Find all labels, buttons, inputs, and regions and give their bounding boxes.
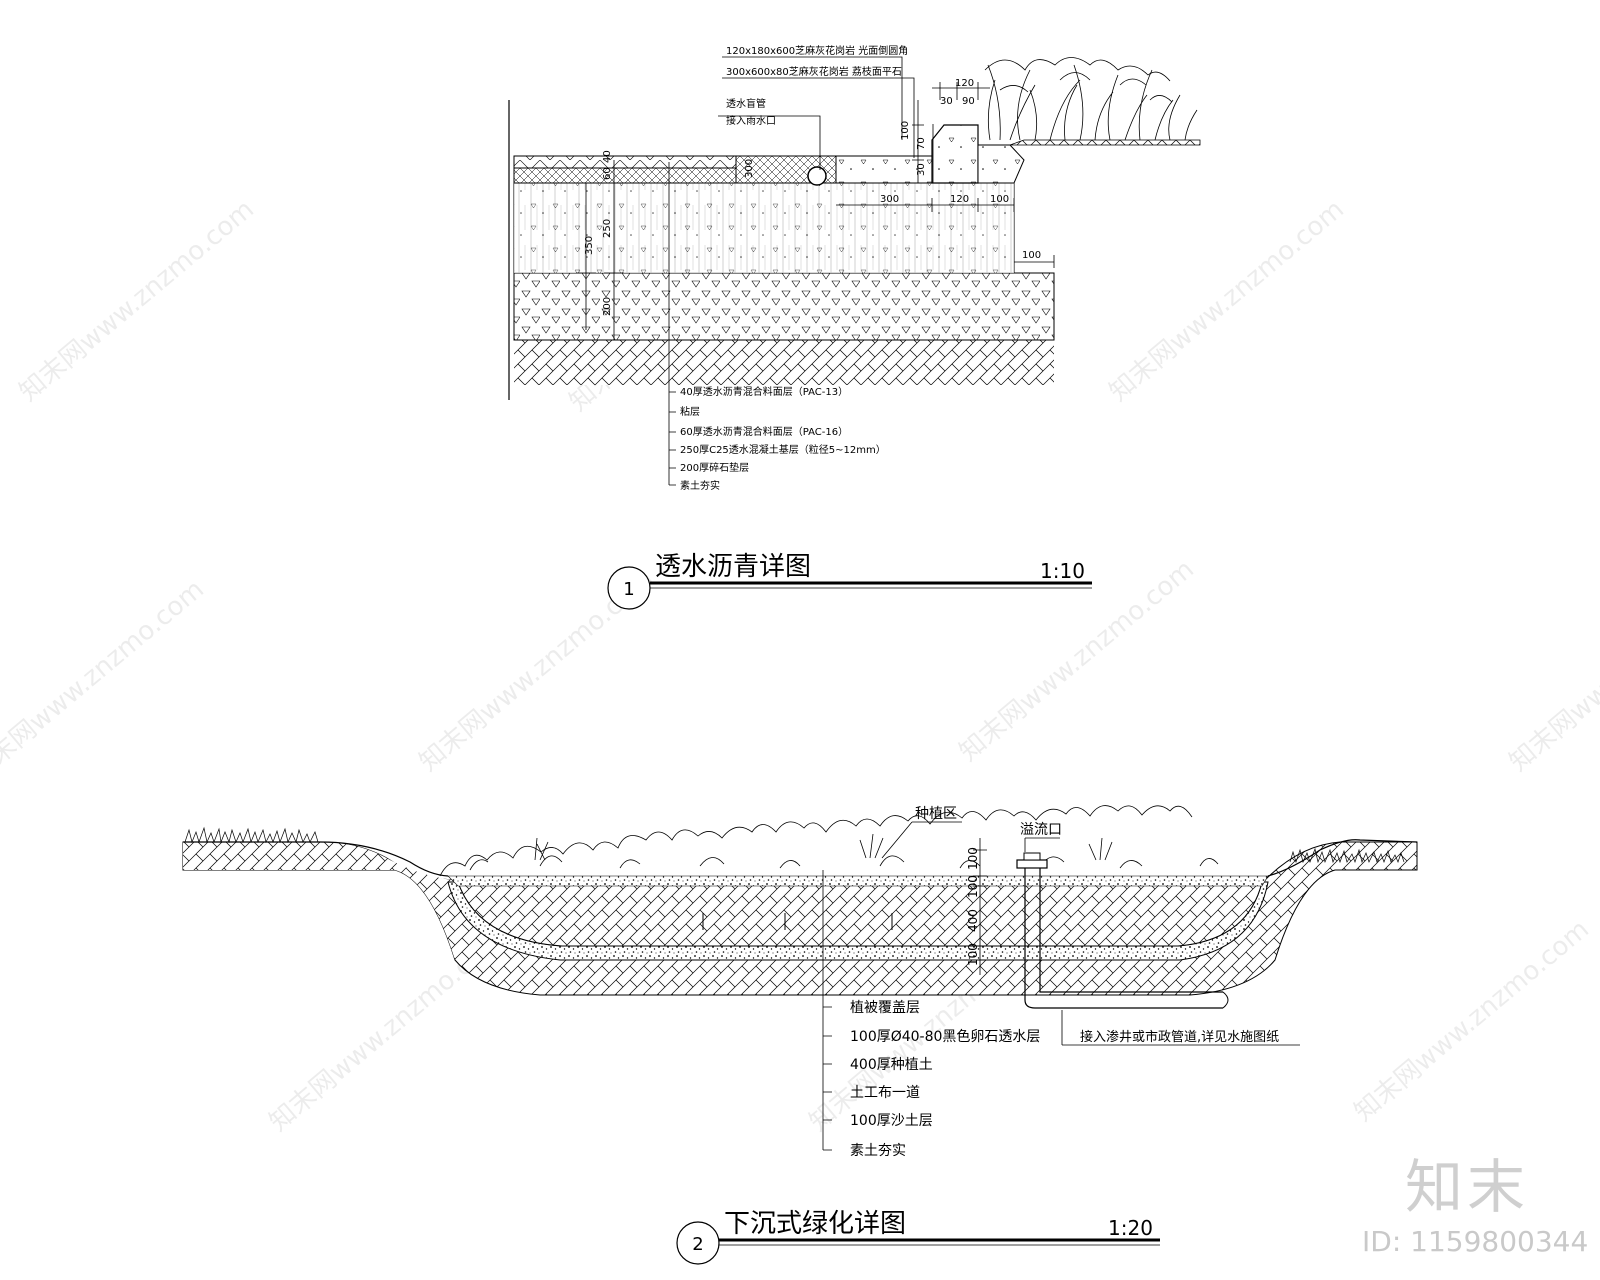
- dim-text: 400: [966, 909, 980, 932]
- granite-curb: [931, 124, 979, 184]
- drain-pipe: [807, 166, 827, 186]
- dim-text: 30: [940, 96, 953, 107]
- granite-flat-stone: [835, 155, 933, 184]
- side-slope-left: [183, 842, 460, 960]
- dim-text: 100: [966, 943, 980, 966]
- dim-text: 100: [966, 847, 980, 870]
- planting-soil: [1009, 139, 1201, 146]
- drain-connect-label: 接入雨水口: [726, 114, 776, 127]
- pipe-note: 接入渗井或市政管道,详见水施图纸: [1080, 1029, 1279, 1045]
- layer-label: 土工布一道: [850, 1085, 920, 1101]
- shrub-planting: [984, 57, 1198, 141]
- planting-zone-label: 种植区: [915, 806, 957, 822]
- layer-label: 200厚碎石垫层: [680, 461, 749, 474]
- planting-markers: [702, 913, 893, 930]
- top-leaders: [718, 56, 915, 170]
- dim-text: 350: [584, 236, 595, 255]
- dim-text: 60: [602, 167, 613, 180]
- shrub-planting: [439, 805, 1219, 877]
- detail-title: 透水沥青详图: [655, 552, 811, 582]
- layer-label: 素土夯实: [680, 479, 720, 492]
- asphalt-top-course: [513, 155, 737, 169]
- layer-leader: [822, 870, 832, 1151]
- dim-text: 250: [602, 219, 613, 238]
- layer-label: 60厚透水沥青混合料面层（PAC-16）: [680, 425, 848, 438]
- concrete-specks: [514, 183, 1014, 273]
- detail-title: 下沉式绿化详图: [724, 1209, 906, 1239]
- detail-scale: 1:20: [1108, 1216, 1153, 1240]
- layer-label: 400厚种植土: [850, 1057, 933, 1073]
- grass-edge: [184, 826, 1405, 864]
- curb-spec-label: 120x180x600芝麻灰花岗岩 光面倒圆角: [726, 44, 908, 57]
- layer-label: 100厚沙土层: [850, 1113, 933, 1129]
- layer-label: 粘层: [680, 405, 700, 418]
- planting-soil: [457, 881, 1263, 947]
- overflow-outlet: [1016, 852, 1229, 1009]
- dimension-lines: [576, 82, 1055, 340]
- dim-text: 300: [744, 159, 755, 178]
- ground-line: [183, 839, 1418, 877]
- detail-number-circle: [676, 1221, 720, 1265]
- compacted-soil: [514, 340, 1054, 385]
- detail-number: 2: [692, 1234, 703, 1255]
- planting-leader: [881, 821, 1300, 1046]
- concrete-haunch: [977, 144, 1025, 184]
- dim-text: 70: [916, 137, 927, 150]
- dim-text: 90: [962, 96, 975, 107]
- dim-text: 200: [602, 297, 613, 316]
- gravel-cushion: [513, 272, 1055, 341]
- flat-stone-spec-label: 300x600x80芝麻灰花岗岩 荔枝面平石: [726, 65, 902, 78]
- detail-2-sunken-greenbelt: 100 100 400 100 种植区 溢流口 接入渗井或市政管道,详见水施图纸…: [182, 805, 1418, 1265]
- dim-text: 30: [916, 163, 927, 176]
- dim-text: 100: [900, 121, 911, 140]
- dim-text: 100: [990, 194, 1009, 205]
- detail-number: 1: [623, 579, 634, 600]
- brand-logo: 知末: [1405, 1153, 1530, 1221]
- asphalt-lower-course: [513, 167, 737, 184]
- layer-label: 100厚Ø40-80黑色卵石透水层: [850, 1028, 1040, 1045]
- dim-text: 120: [955, 78, 974, 89]
- dimension-lines: [973, 838, 987, 975]
- dim-text: 300: [880, 194, 899, 205]
- dim-text: 120: [950, 194, 969, 205]
- layer-label: 素土夯实: [850, 1143, 906, 1159]
- image-id: ID: 1159800344: [1362, 1225, 1589, 1258]
- dim-text: 100: [1022, 250, 1041, 261]
- detail-scale: 1:10: [1040, 559, 1085, 583]
- layer-label: 植被覆盖层: [850, 1000, 920, 1016]
- detail-1-permeable-asphalt: 120x180x600芝麻灰花岗岩 光面倒圆角 300x600x80芝麻灰花岗岩…: [508, 44, 1201, 610]
- layer-leader: [668, 162, 676, 486]
- cobble-layer: [447, 875, 1269, 887]
- dim-text: 100: [966, 875, 980, 898]
- overflow-label: 溢流口: [1020, 822, 1062, 838]
- drain-pipe-label: 透水盲管: [726, 97, 766, 110]
- dim-text: 40: [602, 150, 613, 163]
- layer-label: 250厚C25透水混凝土基层（粒径5~12mm）: [680, 443, 886, 456]
- layer-label: 40厚透水沥青混合料面层（PAC-13）: [680, 385, 848, 398]
